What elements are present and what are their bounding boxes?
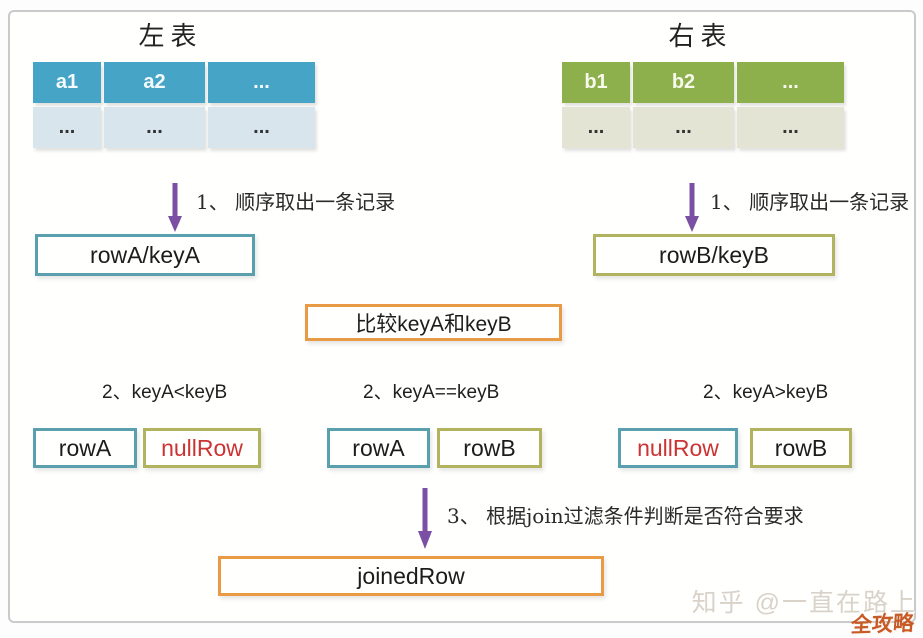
watermark-credit: 知乎 @一直在路上 [691, 589, 917, 617]
right-data-cell: ... [633, 107, 734, 148]
right-table-data-row: ... ... ... [562, 107, 844, 148]
left-header-cell: ... [208, 62, 315, 103]
left-data-cell: ... [104, 107, 205, 148]
step1-right-label: 1、 顺序取出一条记录 [710, 190, 910, 214]
branch-label-equal: 2、keyA==keyB [363, 382, 500, 403]
left-table-header-row: a1 a2 ... [33, 62, 315, 103]
down-arrow-icon [168, 183, 182, 232]
right-header-cell: b1 [562, 62, 630, 103]
joinedRow-box: joinedRow [218, 556, 604, 596]
left-table: a1 a2 ... ... ... ... [33, 62, 315, 148]
left-table-title: 左表 [138, 22, 203, 52]
right-header-cell: ... [737, 62, 844, 103]
right-table-header-row: b1 b2 ... [562, 62, 844, 103]
branch-greater-nullRow-box: nullRow [618, 428, 738, 468]
step1-left-label: 1、 顺序取出一条记录 [196, 190, 396, 214]
left-header-cell: a1 [33, 62, 101, 103]
right-data-cell: ... [562, 107, 630, 148]
branch-label-greater: 2、keyA>keyB [703, 382, 829, 403]
right-header-cell: b2 [633, 62, 734, 103]
down-arrow-icon [418, 488, 432, 549]
branch-less-nullRow-box: nullRow [143, 428, 261, 468]
right-table-title: 右表 [668, 22, 733, 52]
right-table: b1 b2 ... ... ... ... [562, 62, 844, 148]
down-arrow-icon [685, 183, 699, 232]
left-header-cell: a2 [104, 62, 205, 103]
branch-greater-rowB-box: rowB [750, 428, 852, 468]
rowA-keyA-box: rowA/keyA [35, 234, 255, 276]
left-data-cell: ... [33, 107, 101, 148]
branch-label-less: 2、keyA<keyB [102, 382, 228, 403]
branch-equal-rowB-box: rowB [437, 428, 542, 468]
branch-less-rowA-box: rowA [33, 428, 137, 468]
rowB-keyB-box: rowB/keyB [593, 234, 835, 276]
left-data-cell: ... [208, 107, 315, 148]
right-data-cell: ... [737, 107, 844, 148]
compare-keys-box: 比较keyA和keyB [305, 304, 562, 341]
branch-equal-rowA-box: rowA [327, 428, 430, 468]
left-table-data-row: ... ... ... [33, 107, 315, 148]
step3-label: 3、 根据join过滤条件判断是否符合要求 [447, 504, 804, 528]
watermark-badge: 全攻略 [849, 611, 915, 638]
